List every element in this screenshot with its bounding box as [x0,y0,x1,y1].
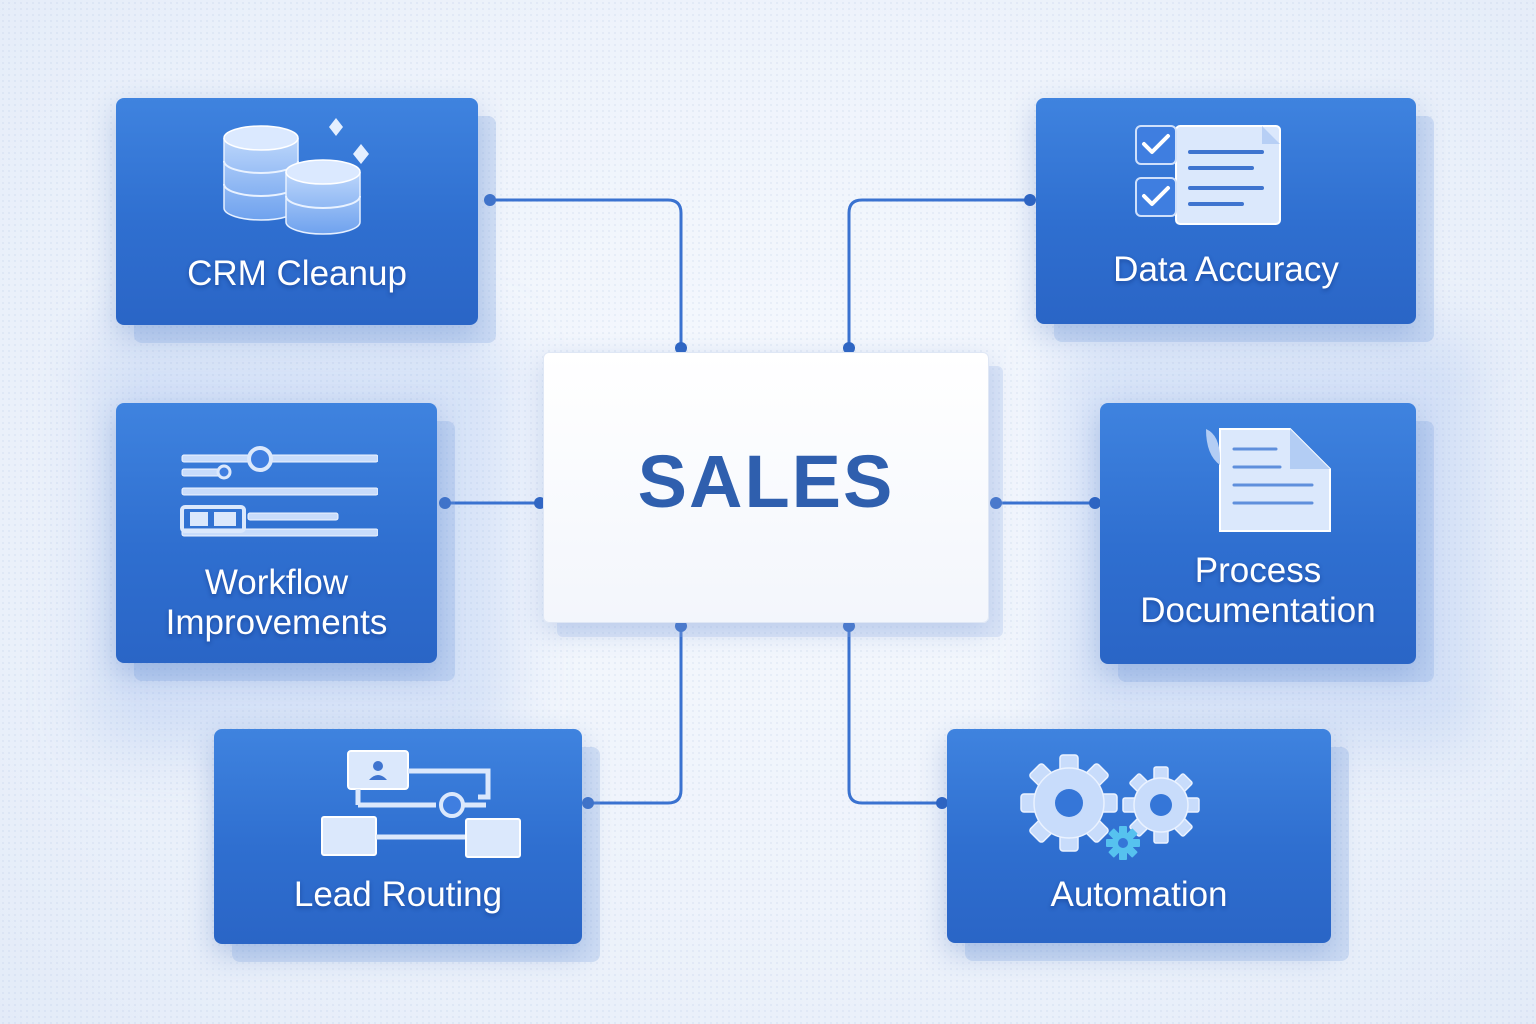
connector-lead [586,624,683,805]
connector-dot [843,342,855,354]
node-label: Data Accuracy [1113,250,1339,289]
connector-dot [675,342,687,354]
node-label: Automation [1050,875,1228,914]
connector-dot [484,194,496,206]
sliders-icon [180,446,378,537]
node-lead-routing[interactable]: Lead Routing [214,729,582,944]
gears-icon [1020,754,1200,860]
connector-dot [990,497,1002,509]
connector-dot [675,620,687,632]
node-process-documentation[interactable]: Process Documentation [1100,403,1416,664]
connector-crm [488,198,683,350]
checklist-icon [1135,125,1281,225]
node-label: Process Documentation [1140,551,1376,631]
node-label: CRM Cleanup [187,254,407,293]
connector-dot [582,797,594,809]
center-node-sales[interactable]: SALES [543,352,989,623]
connector-dot [936,797,948,809]
connector-dot [1089,497,1101,509]
node-workflow-improvements[interactable]: Workflow Improvements [116,403,437,663]
center-title: SALES [637,440,895,523]
node-crm-cleanup[interactable]: CRM Cleanup [116,98,478,325]
connector-data [847,198,1032,350]
connector-dot [439,497,451,509]
connector-dot [1024,194,1036,206]
node-data-accuracy[interactable]: Data Accuracy [1036,98,1416,324]
routing-icon [321,750,521,858]
node-label: Lead Routing [293,875,503,914]
connector-automation [847,624,944,805]
database-icon [223,118,369,235]
node-automation[interactable]: Automation [947,729,1331,943]
connector-dot [843,620,855,632]
document-icon [1206,428,1331,532]
node-label: Workflow Improvements [165,563,388,643]
